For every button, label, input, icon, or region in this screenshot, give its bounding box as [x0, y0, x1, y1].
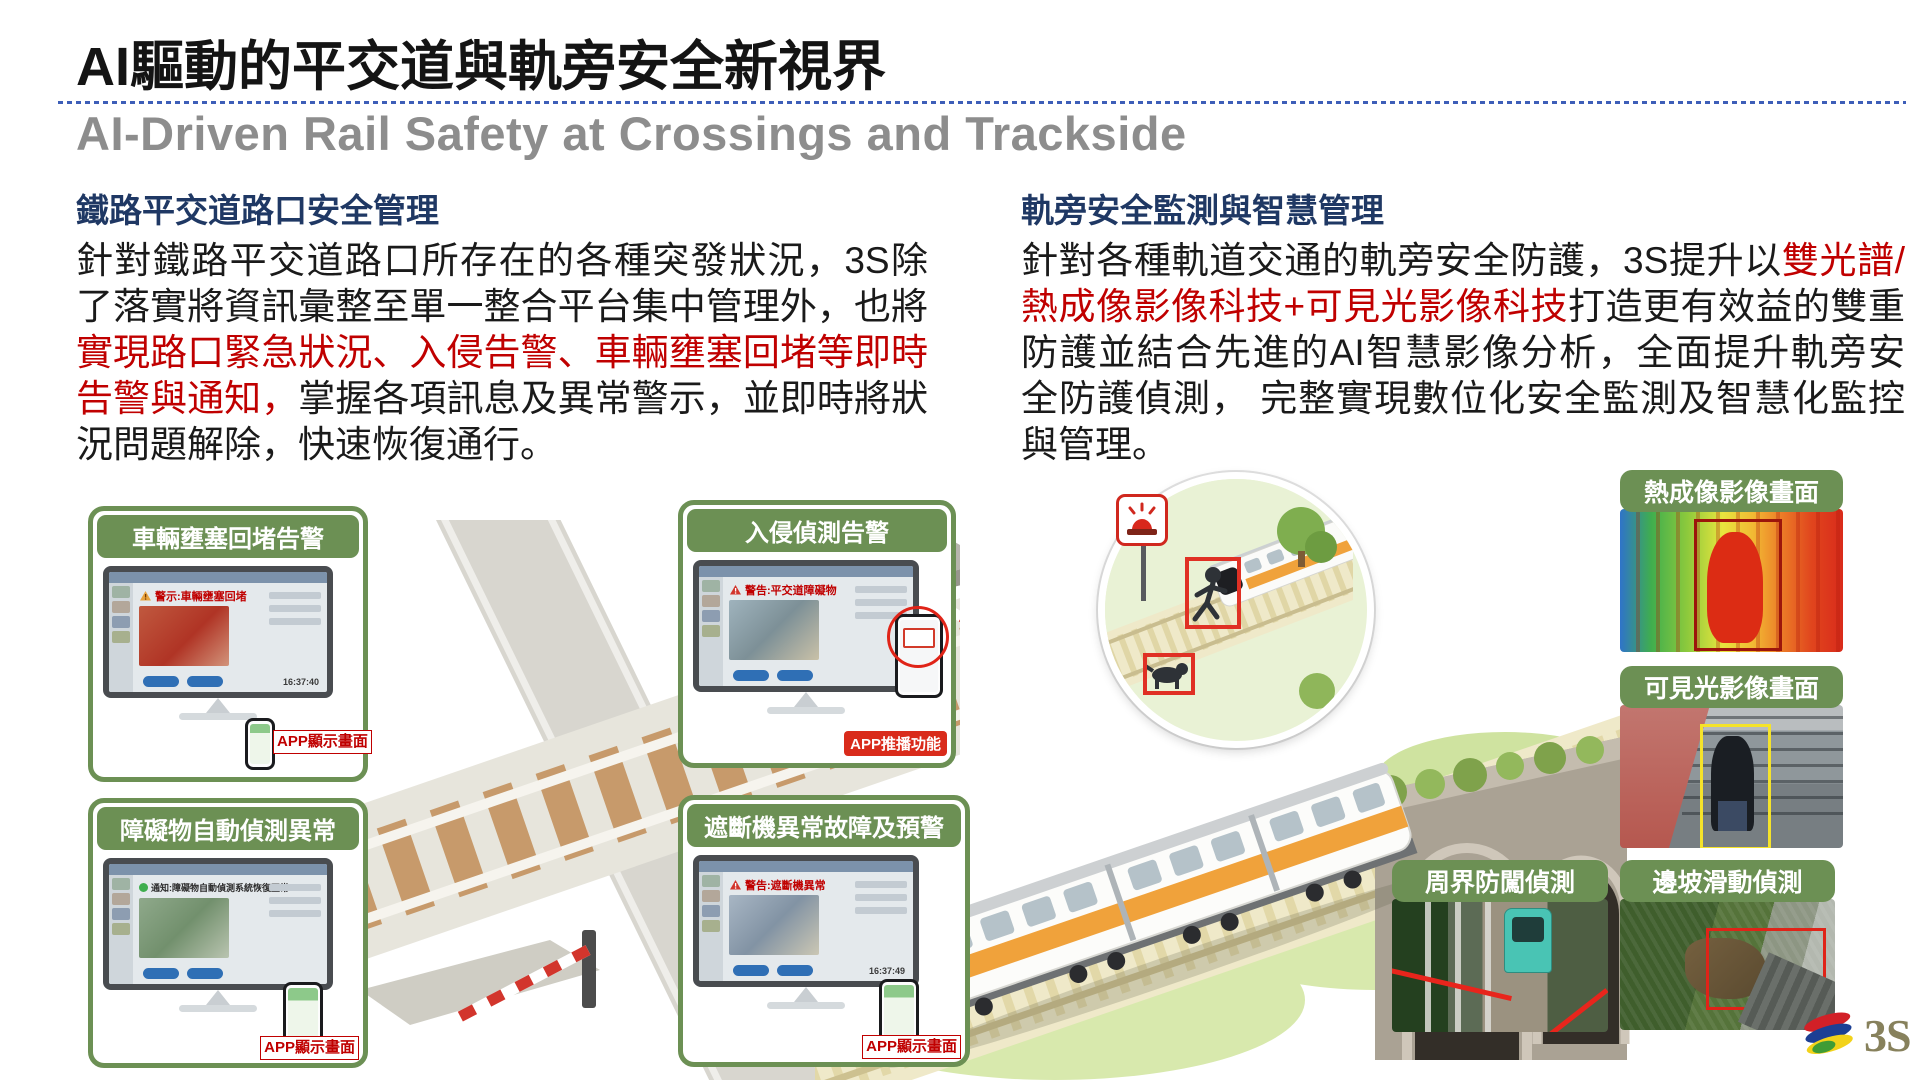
right-section-heading: 軌旁安全監測與智慧管理 [1021, 192, 1384, 229]
visible-view-label: 可見光影像畫面 [1620, 666, 1843, 708]
card-label: 入侵偵測告警 [687, 509, 947, 552]
monitor-sidebar [699, 577, 723, 686]
app-screen-label: APP顯示畫面 [273, 730, 372, 754]
card-label: 車輛壅塞回堵告警 [97, 515, 359, 558]
camera-still [729, 895, 819, 955]
camera-still [729, 600, 819, 660]
monitor-sidebar [109, 875, 133, 984]
page-subtitle: AI-Driven Rail Safety at Crossings and T… [76, 107, 1187, 160]
perimeter-view-label: 周界防闖偵測 [1392, 860, 1608, 902]
catenary-columns [1400, 899, 1513, 1032]
timestamp: 16:37:49 [868, 966, 905, 976]
timestamp: 16:37:40 [282, 677, 319, 687]
dashed-divider [58, 101, 1906, 104]
magnifier-scene [1105, 479, 1367, 727]
monitor-mockup: 通知:障礙物自動偵測系統恢復正常 [103, 858, 333, 1012]
action-buttons [733, 670, 813, 681]
phone-mockup [245, 718, 275, 770]
warning-icon [730, 880, 741, 890]
alert-message: 警告:遮斷機異常 [729, 877, 826, 893]
thermal-person-blob [1706, 531, 1763, 644]
thermal-camera-image [1620, 509, 1843, 652]
slope-view-label: 邊坡滑動偵測 [1620, 860, 1835, 902]
card-barrier-fault-warning: 遮斷機異常故障及預警 警告:遮斷機異常 16:37:49 [678, 795, 970, 1067]
info-panel [855, 586, 907, 625]
highlight-circle [887, 606, 949, 668]
camera-still [139, 606, 229, 666]
card-label: 障礙物自動偵測異常 [97, 807, 359, 850]
info-panel [269, 592, 321, 631]
action-buttons [143, 968, 223, 979]
left-paragraph: 針對鐵路平交道路口所存在的各種突發狀況，3S除了落實將資訊彙整至單一整合平台集中… [76, 240, 929, 465]
tram-front [1504, 908, 1552, 973]
slope-camera-image [1620, 899, 1835, 1030]
monitor-sidebar [109, 583, 133, 692]
alarm-siren-icon [1116, 494, 1168, 546]
logo-ribbon-icon [1804, 1012, 1853, 1054]
card-label: 遮斷機異常故障及預警 [687, 804, 961, 847]
perimeter-camera-image [1392, 899, 1608, 1032]
platform-railing [1682, 716, 1843, 823]
app-screen-label: APP顯示畫面 [862, 1035, 961, 1059]
visible-camera-image [1620, 705, 1843, 848]
monitor-mockup: 警告:平交道障礙物 [693, 560, 919, 714]
visible-detection-box [1700, 723, 1771, 848]
company-logo: 3S [1796, 1002, 1916, 1068]
info-panel [855, 881, 907, 920]
app-push-label: APP推播功能 [844, 731, 947, 756]
card-obstacle-detection-status: 障礙物自動偵測異常 通知:障礙物自動偵測系統恢復正常 APP顯示畫面 [88, 798, 368, 1068]
info-panel [269, 884, 321, 923]
logo-text: 3S [1864, 1009, 1912, 1061]
thermal-detection-box [1693, 519, 1783, 651]
notice-message: 通知:障礙物自動偵測系統恢復正常 [139, 881, 289, 894]
camera-still [139, 898, 229, 958]
right-paragraph: 針對各種軌道交通的軌旁安全防護，3S提升以雙光譜/熱成像影像科技+可見光影像科技… [1021, 240, 1906, 465]
card-intrusion-alert: 入侵偵測告警 警告:平交道障礙物 APP推播功能 [678, 500, 956, 768]
action-buttons [733, 965, 813, 976]
person-silhouette [1711, 736, 1754, 832]
alert-message: 警示:車輛壅塞回堵 [139, 588, 247, 604]
action-buttons [143, 676, 223, 687]
thermal-view-label: 熱成像影像畫面 [1620, 470, 1843, 512]
status-dot-icon [139, 883, 148, 892]
monitor-mockup: 警示:車輛壅塞回堵 16:37:40 [103, 566, 333, 720]
warning-icon [140, 591, 151, 601]
app-screen-label: APP顯示畫面 [260, 1036, 359, 1060]
monitor-mockup: 警告:遮斷機異常 16:37:49 [693, 855, 919, 1009]
left-section-heading: 鐵路平交道路口安全管理 [76, 192, 439, 229]
alert-message: 警告:平交道障礙物 [729, 582, 837, 598]
monitor-sidebar [699, 872, 723, 981]
warning-icon [730, 585, 741, 595]
perimeter-boundary-line [1537, 987, 1608, 1032]
card-vehicle-congestion-alert: 車輛壅塞回堵告警 警示:車輛壅塞回堵 16:37:40 A [88, 506, 372, 782]
page-title: AI驅動的平交道與軌旁安全新視界 [76, 37, 886, 97]
